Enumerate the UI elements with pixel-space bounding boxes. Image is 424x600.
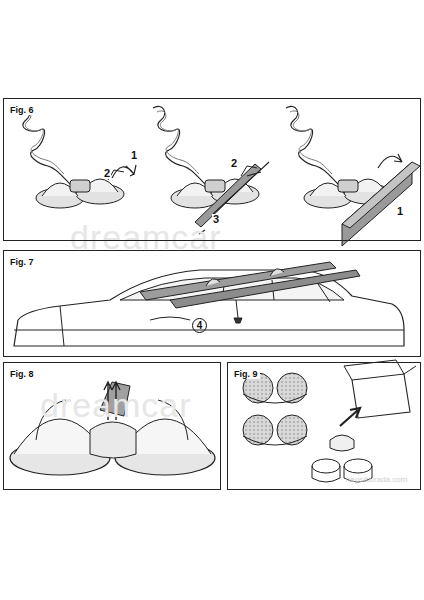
callout-number: 3 (212, 214, 220, 225)
figure-label: Fig. 6 (8, 105, 36, 115)
callout-number: 1 (130, 150, 138, 161)
figure-panel: Fig. 7 (3, 250, 421, 357)
figure-label: Fig. 8 (8, 369, 36, 379)
watermark: dreamcar (40, 388, 192, 422)
watermark: hepsiburada.com (346, 476, 407, 484)
callout-number: 4 (192, 318, 207, 333)
callout-number: 1 (396, 206, 404, 217)
figure-label: Fig. 9 (232, 369, 260, 379)
figure-panel: Fig. 9 (227, 362, 421, 490)
callout-number: 2 (103, 168, 111, 179)
watermark: dreamcar (70, 220, 222, 254)
callout-number: 2 (230, 158, 238, 169)
figure-label: Fig. 7 (8, 257, 36, 267)
figure-panel: Fig. 8 (3, 362, 221, 490)
